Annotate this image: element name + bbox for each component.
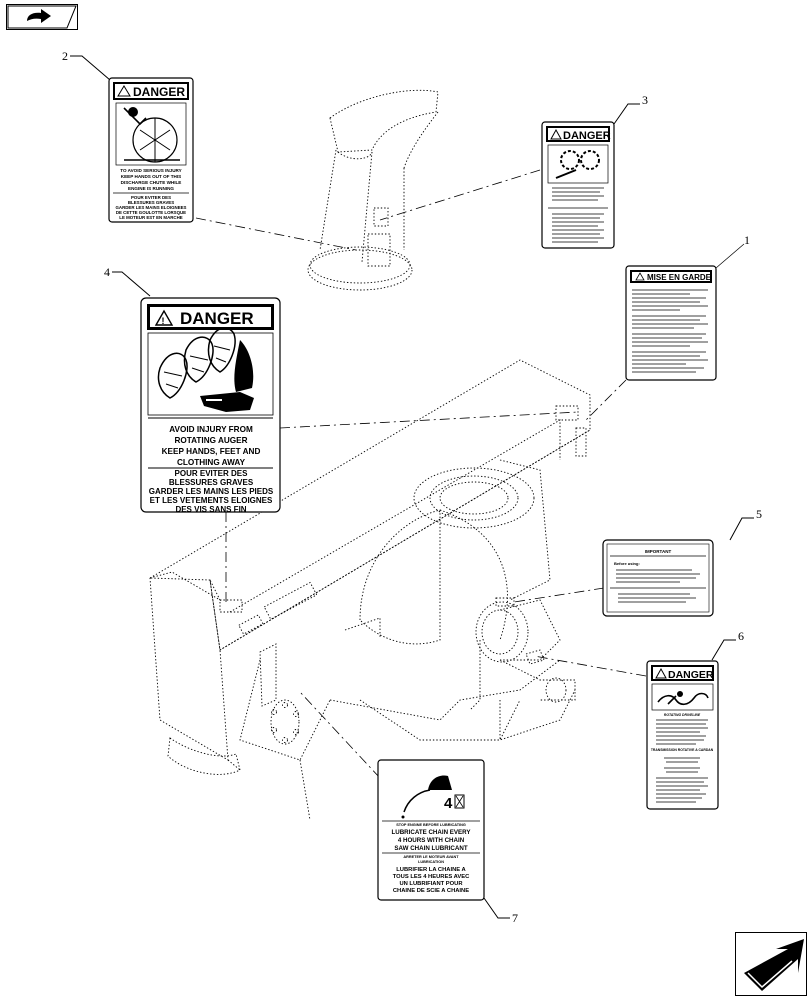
decal-1-mise-en-garde: MISE EN GARDE <box>625 265 717 381</box>
callout-number: 7 <box>512 911 518 925</box>
decal-7-chain-lubrication: 4 STOP ENGINE BEFORE LUBRICATING LUBRICA… <box>377 759 485 901</box>
svg-text:STOP ENGINE BEFORE LUBRICATING: STOP ENGINE BEFORE LUBRICATING <box>396 823 466 827</box>
decal-header: DANGER <box>180 309 254 328</box>
oil-can-icon: 4 <box>401 775 453 819</box>
leader-lines <box>195 169 647 779</box>
svg-text:GARDER LES MAINS ELOIGNEES: GARDER LES MAINS ELOIGNEES <box>116 205 187 210</box>
svg-text:4 HOURS WITH CHAIN: 4 HOURS WITH CHAIN <box>398 837 465 844</box>
svg-text:DES VIS SANS FIN: DES VIS SANS FIN <box>175 505 246 514</box>
snowblower-drawing <box>148 89 591 821</box>
svg-text:LE MOTEUR EST EN MARCHE: LE MOTEUR EST EN MARCHE <box>119 215 182 220</box>
next-page-button[interactable] <box>735 932 807 996</box>
decal-5-important: IMPORTANT Before using: <box>602 539 714 617</box>
svg-text:BLESSURES GRAVES: BLESSURES GRAVES <box>169 478 254 487</box>
svg-text:!: ! <box>162 316 165 326</box>
svg-text:SAW CHAIN LUBRICANT: SAW CHAIN LUBRICANT <box>394 845 467 852</box>
callout-number: 2 <box>62 49 68 63</box>
decal-text-english: AVOID INJURY FROM ROTATING AUGER KEEP HA… <box>162 425 261 467</box>
decal-intro: Before using: <box>614 561 640 566</box>
decal-3-danger: DANGER <box>541 121 615 249</box>
callout-7: 7 <box>483 897 518 925</box>
decal-header: DANGER <box>563 130 611 142</box>
chute-hand-hazard-icon <box>115 102 187 166</box>
svg-text:KEEP HANDS OUT OF THIS: KEEP HANDS OUT OF THIS <box>121 174 181 179</box>
decal-6-driveline-danger: DANGER ROTATING DRIVELINE TRANSMISSION R… <box>646 660 719 810</box>
warning-triangle-icon <box>154 309 174 326</box>
callout-number: 6 <box>738 629 744 643</box>
svg-text:LUBRICATION: LUBRICATION <box>418 860 444 864</box>
callout-number: 4 <box>104 265 110 279</box>
rotating-gears-hazard-icon <box>547 144 609 184</box>
svg-text:UN LUBRIFIANT POUR: UN LUBRIFIANT POUR <box>399 881 463 887</box>
decal-text-french: ARRETER LE MOTEUR AVANT LUBRICATION LUBR… <box>393 855 470 894</box>
decal-french-header: TRANSMISSION ROTATIVE A CARDAN <box>651 748 714 752</box>
warning-triangle-icon <box>550 128 562 140</box>
arrow-back-icon <box>7 5 77 29</box>
callout-3: 3 <box>613 93 648 125</box>
svg-text:GARDER LES MAINS LES PIEDS: GARDER LES MAINS LES PIEDS <box>149 487 274 496</box>
svg-text:BLESSURES GRAVES: BLESSURES GRAVES <box>128 200 174 205</box>
discharge-chute <box>307 89 439 291</box>
svg-text:ARRETER LE MOTEUR AVANT: ARRETER LE MOTEUR AVANT <box>403 855 459 859</box>
svg-text:TOUS LES 4 HEURES AVEC: TOUS LES 4 HEURES AVEC <box>393 874 470 880</box>
callout-number: 3 <box>642 93 648 107</box>
arrow-forward-icon <box>744 939 804 991</box>
decal-header: IMPORTANT <box>645 549 672 554</box>
auger-housing <box>148 359 591 821</box>
interval-number: 4 <box>444 795 453 812</box>
hourglass-icon <box>454 794 465 809</box>
decal-text-lines <box>632 289 708 373</box>
driveline-entanglement-icon <box>651 683 714 711</box>
svg-text:KEEP HANDS, FEET AND: KEEP HANDS, FEET AND <box>162 447 261 456</box>
svg-text:POUR EVITER DES: POUR EVITER DES <box>131 195 171 200</box>
decal-4-auger-danger: ! DANGER AVOID INJURY FROM ROTATING AUGE… <box>140 297 281 514</box>
decal-header: DANGER <box>668 669 714 681</box>
callout-number: 1 <box>744 233 750 247</box>
callout-2: 2 <box>62 49 111 81</box>
svg-text:ET LES VETEMENTS ELOIGNES: ET LES VETEMENTS ELOIGNES <box>150 496 273 505</box>
callout-6: 6 <box>711 629 744 661</box>
decal-subheader: ROTATING DRIVELINE <box>664 713 701 717</box>
warning-triangle-icon <box>635 272 645 281</box>
svg-text:TO AVOID SERIOUS INJURY: TO AVOID SERIOUS INJURY <box>120 168 182 173</box>
decal-text-lines-french <box>656 757 708 803</box>
warning-triangle-icon <box>117 85 131 97</box>
callout-4: 4 <box>104 265 151 297</box>
decal-text-french: POUR EVITER DES BLESSURES GRAVES GARDER … <box>149 469 274 514</box>
warning-triangle-icon <box>655 667 667 679</box>
svg-text:LUBRICATE CHAIN EVERY: LUBRICATE CHAIN EVERY <box>391 829 471 836</box>
decal-2-chute-danger: DANGER TO AVOID SERIOUS INJURY KEEP HAND… <box>108 77 194 223</box>
svg-text:POUR EVITER DES: POUR EVITER DES <box>175 469 249 478</box>
decal-text-english: TO AVOID SERIOUS INJURY KEEP HANDS OUT O… <box>120 168 182 191</box>
auger-foot-hazard-icon <box>147 327 274 416</box>
callout-number: 5 <box>756 507 762 521</box>
decal-text-french: POUR EVITER DES BLESSURES GRAVES GARDER … <box>116 195 187 220</box>
svg-text:AVOID INJURY FROM: AVOID INJURY FROM <box>169 425 253 434</box>
decal-header: DANGER <box>133 85 185 99</box>
svg-text:CHAINE DE SCIE A CHAINE: CHAINE DE SCIE A CHAINE <box>393 888 469 894</box>
svg-text:LUBRIFIER LA CHAINE A: LUBRIFIER LA CHAINE A <box>396 867 466 873</box>
decal-text-english: STOP ENGINE BEFORE LUBRICATING LUBRICATE… <box>391 823 471 852</box>
svg-text:ENGINE IS RUNNING: ENGINE IS RUNNING <box>128 186 174 191</box>
svg-text:DE CETTE GOULOTTE LORSQUE: DE CETTE GOULOTTE LORSQUE <box>116 210 186 215</box>
decal-text-lines <box>656 719 708 745</box>
callout-1: 1 <box>715 233 750 269</box>
svg-text:CLOTHING AWAY: CLOTHING AWAY <box>177 458 246 467</box>
decal-text-lines <box>610 569 706 603</box>
svg-text:DISCHARGE CHUTE WHILE: DISCHARGE CHUTE WHILE <box>121 180 182 185</box>
decal-text-lines <box>548 187 608 243</box>
previous-page-button[interactable] <box>6 4 78 30</box>
svg-text:ROTATING AUGER: ROTATING AUGER <box>174 436 247 445</box>
decal-header: MISE EN GARDE <box>647 273 712 282</box>
callout-5: 5 <box>729 507 762 541</box>
